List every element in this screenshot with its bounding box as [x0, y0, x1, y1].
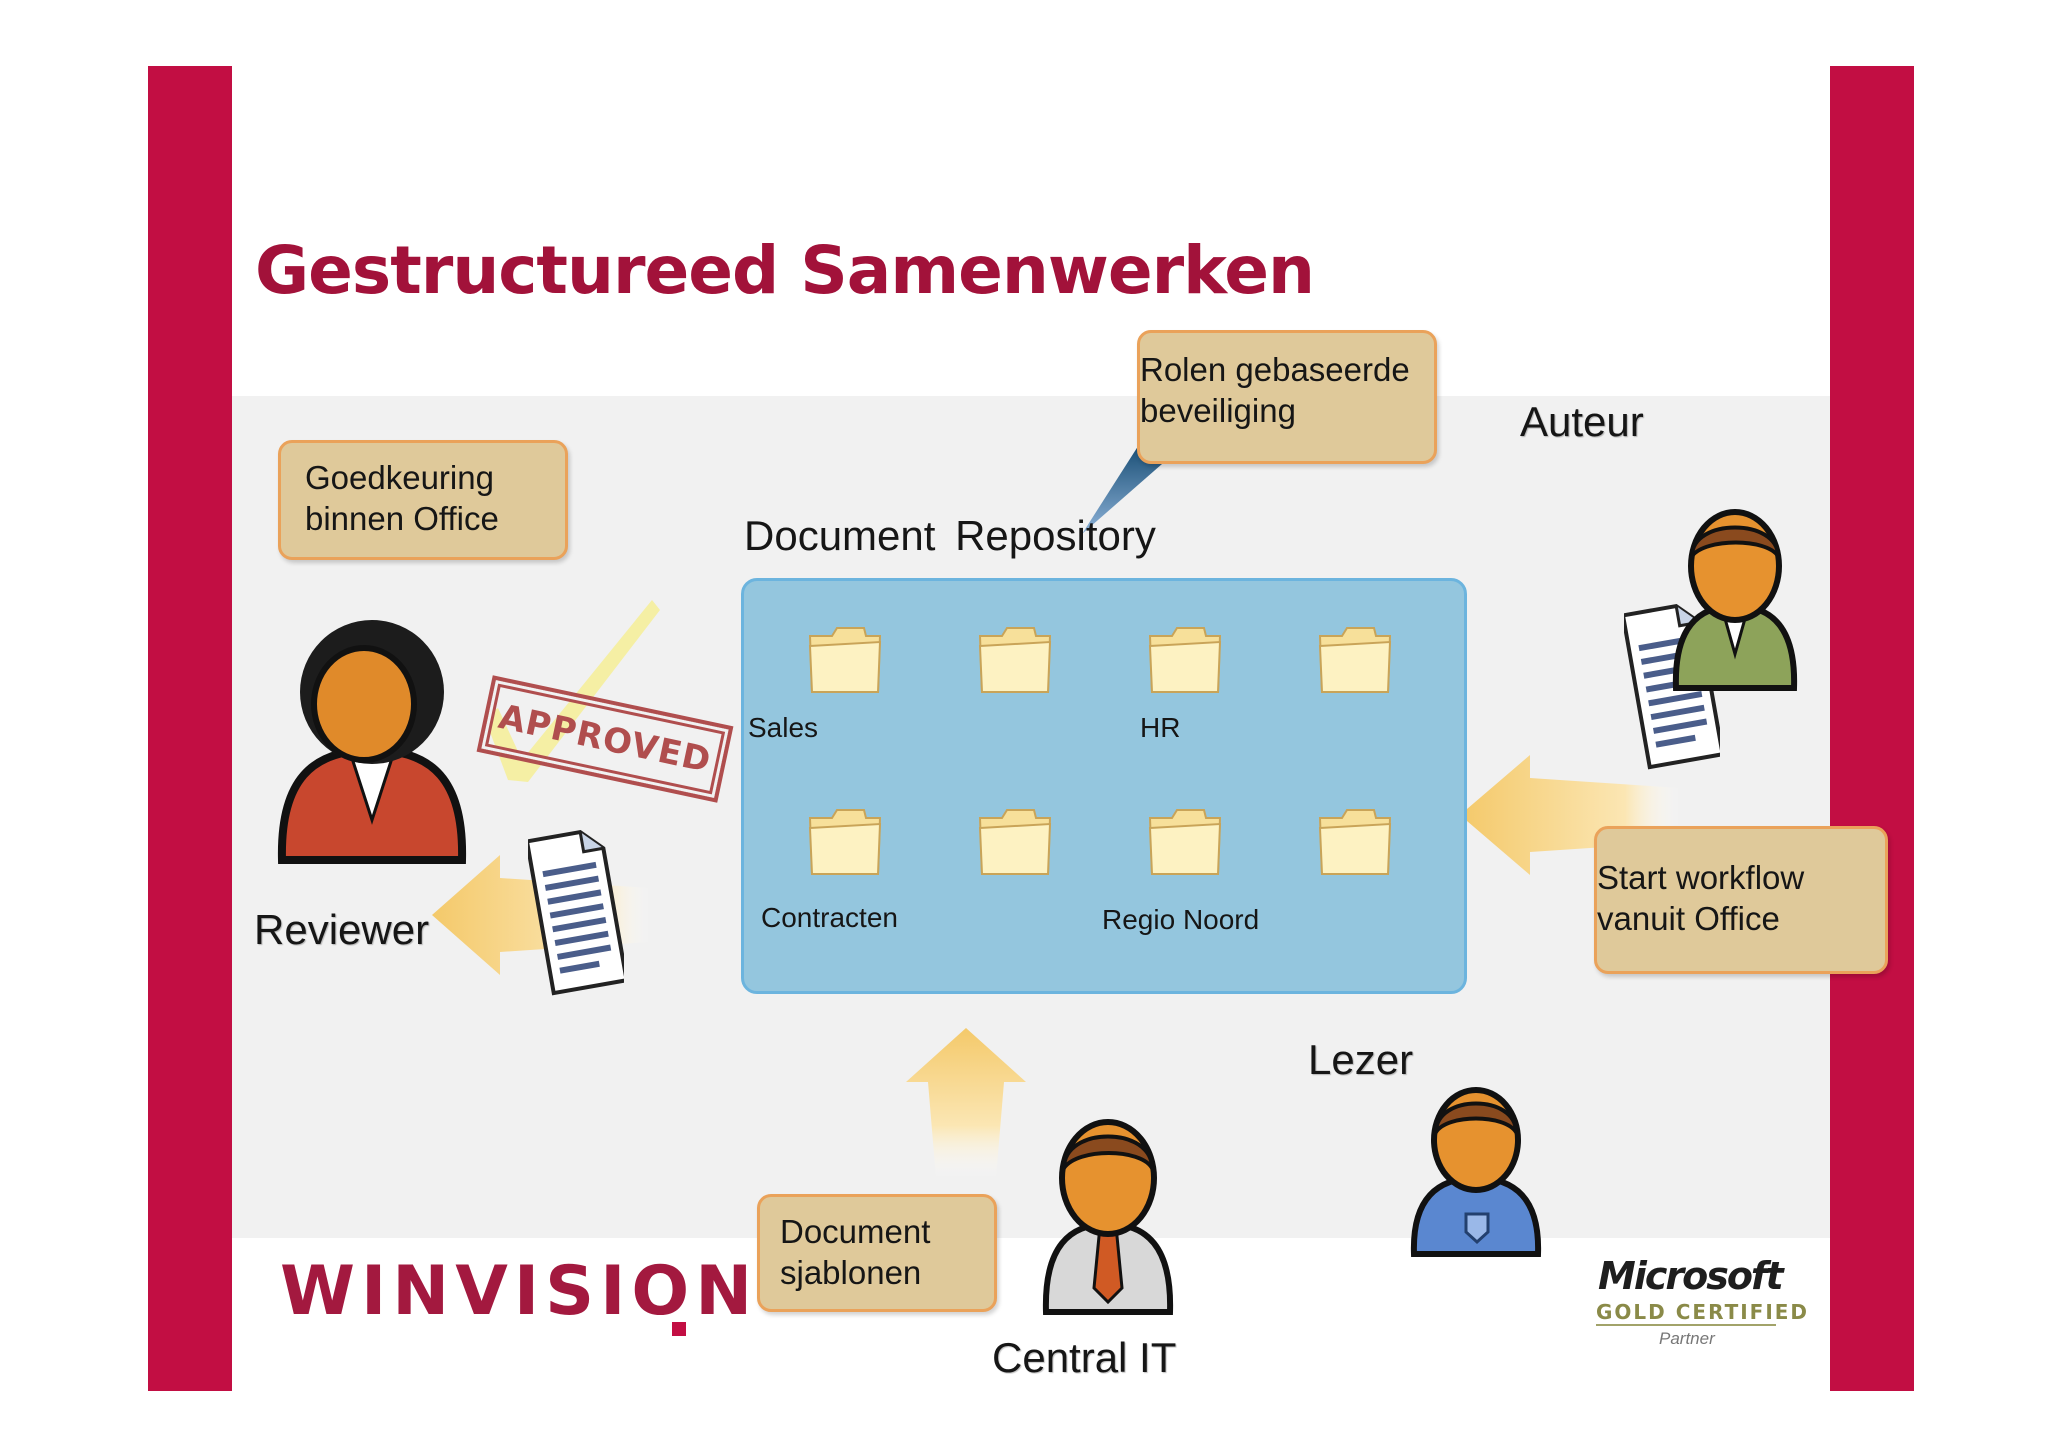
folder-label-contracten: Contracten	[761, 902, 898, 933]
security-callout-line-1: Rolen gebaseerde	[1140, 351, 1410, 388]
folder-icon[interactable]	[976, 622, 1054, 696]
folder-icon[interactable]	[976, 804, 1054, 878]
check-mark	[484, 600, 660, 782]
folder-icon[interactable]	[806, 804, 884, 878]
security-callout-line-2: beveiliging	[1140, 392, 1296, 429]
reviewer-person-icon	[277, 620, 467, 864]
templates-callout-line-2: sjablonen	[780, 1254, 922, 1291]
approval-callout: Goedkeuring binnen Office	[278, 440, 568, 560]
folder-icon[interactable]	[1316, 622, 1394, 696]
workflow-callout-line-2: vanuit Office	[1597, 900, 1780, 937]
folder-label-regio-noord: Regio Noord	[1102, 904, 1260, 935]
repository-title: Document Repository	[744, 512, 1156, 559]
folder-icon[interactable]	[1146, 622, 1224, 696]
role-label-reviewer: Reviewer	[254, 906, 430, 953]
folder-icon[interactable]	[806, 622, 884, 696]
templates-callout-line-1: Document	[780, 1213, 931, 1250]
central-it-person-icon	[1042, 1119, 1174, 1315]
right-accent-bar	[1830, 66, 1914, 1391]
left-accent-bar	[148, 66, 232, 1391]
microsoft-gold-certified: GOLD CERTIFIED	[1596, 1300, 1810, 1324]
slide-title: Gestructureed Samenwerken	[255, 232, 1315, 309]
winvision-logo: WINVISION	[280, 1252, 759, 1331]
workflow-callout: Start workflow vanuit Office	[1594, 826, 1888, 974]
author-person-icon	[1672, 509, 1798, 691]
approval-callout-line-1: Goedkeuring	[305, 459, 494, 496]
role-label-central-it: Central IT	[992, 1334, 1177, 1381]
microsoft-partner-label: Partner	[1659, 1329, 1715, 1348]
security-callout-pointer	[1082, 440, 1162, 534]
workflow-callout-line-1: Start workflow	[1597, 859, 1805, 896]
templates-callout: Document sjablonen	[757, 1194, 997, 1312]
microsoft-logo: Microsoft	[1598, 1254, 1784, 1298]
folder-icon[interactable]	[1316, 804, 1394, 878]
role-label-reader: Lezer	[1308, 1036, 1414, 1083]
security-callout: Rolen gebaseerde beveiliging	[1137, 330, 1437, 464]
folder-icon[interactable]	[1146, 804, 1224, 878]
central-it-arrow	[906, 1028, 1026, 1178]
approval-callout-line-2: binnen Office	[305, 500, 499, 537]
folder-label-hr: HR	[1140, 712, 1181, 743]
winvision-logo-dot	[672, 1322, 686, 1336]
microsoft-divider	[1596, 1324, 1776, 1326]
reader-person-icon	[1410, 1087, 1542, 1257]
document-icon	[528, 829, 624, 996]
folder-label-sales: Sales	[748, 712, 819, 743]
role-label-author: Auteur	[1520, 398, 1644, 445]
